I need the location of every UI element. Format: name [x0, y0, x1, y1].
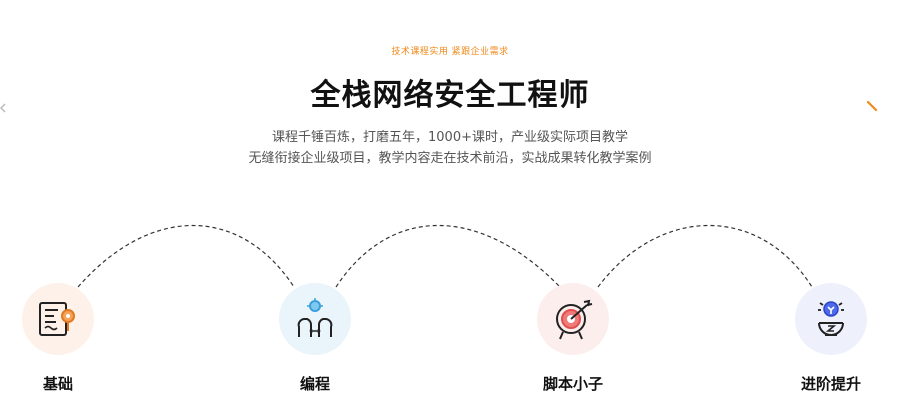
tagline: 技术课程实用 紧跟企业需求	[391, 47, 509, 57]
target-arrow-icon	[556, 299, 593, 340]
step-script-kiddie[interactable]: 脚本小子	[518, 283, 628, 394]
description-line-1: 课程千锤百炼，打磨五年，1000+课时，产业级实际项目教学	[272, 130, 628, 145]
step-label: 基础	[42, 375, 73, 393]
page-title: 全栈网络安全工程师	[310, 78, 590, 113]
document-gear-icon	[39, 302, 75, 336]
step-label: 编程	[299, 375, 330, 393]
step-basics[interactable]: 基础	[3, 283, 113, 394]
step-icon-circle	[795, 283, 867, 355]
carousel-next-icon[interactable]	[866, 100, 878, 112]
pair-programming-icon	[297, 298, 333, 337]
description-line-2: 无缝衔接企业级项目，教学内容走在技术前沿，实战成果转化教学案例	[248, 151, 652, 166]
carousel-prev-icon[interactable]	[0, 103, 6, 113]
step-label: 脚本小子	[542, 375, 603, 393]
step-programming[interactable]: 编程	[260, 283, 370, 394]
bulb-head-icon	[818, 301, 844, 336]
step-icon-circle	[22, 283, 94, 355]
step-advanced[interactable]: 进阶提升	[776, 283, 886, 394]
step-icon-circle	[279, 283, 351, 355]
step-label: 进阶提升	[800, 375, 861, 393]
step-icon-circle	[537, 283, 609, 355]
